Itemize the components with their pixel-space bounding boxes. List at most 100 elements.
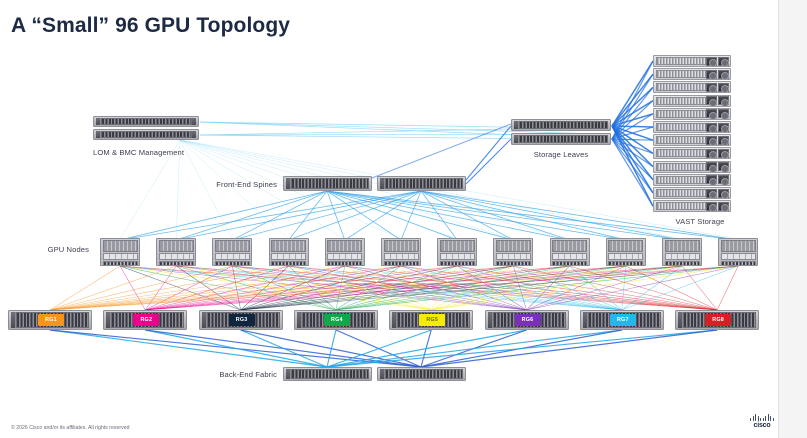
lom-bmc-switch[interactable] [93, 116, 199, 127]
switch-bay [106, 312, 112, 328]
vast-storage-server[interactable] [653, 160, 731, 173]
switch-bay [678, 312, 684, 328]
gpu-node[interactable] [100, 238, 140, 266]
gpu-node-top-bay [214, 240, 250, 252]
switch-bay [11, 312, 16, 328]
gpu-node-mid-bay [495, 253, 531, 260]
switch-ports [519, 121, 608, 129]
server-face [655, 136, 706, 145]
server-psu [718, 56, 729, 66]
server-face [655, 83, 706, 92]
rack-group-badge-rg4[interactable]: RG4 [323, 314, 350, 326]
switch-bay [286, 369, 291, 379]
server-face [655, 57, 706, 65]
front-end-spine-switch[interactable] [377, 176, 466, 191]
rack-group-badge-rg3[interactable]: RG3 [228, 314, 255, 326]
server-psu [718, 122, 729, 132]
gpu-node-top-bay [439, 240, 475, 252]
front-end-spine-switch[interactable] [283, 176, 372, 191]
gpu-node-top-bay [271, 240, 307, 252]
gpu-node-mid-bay [327, 253, 363, 260]
server-psu [718, 148, 729, 159]
gpu-node-top-bay [495, 240, 531, 252]
switch-bay [380, 178, 385, 189]
server-psu [706, 201, 717, 212]
vast-storage-server[interactable] [653, 81, 731, 94]
vast-storage-server[interactable] [653, 68, 731, 81]
server-psu [706, 82, 717, 93]
switch-bay [96, 118, 101, 125]
gpu-node[interactable] [549, 238, 590, 266]
switch-bay [487, 312, 493, 328]
server-psu [718, 96, 729, 106]
back-end-fabric-switch[interactable] [283, 367, 372, 381]
leaf-switch[interactable] [293, 310, 378, 330]
gpu-node[interactable] [212, 238, 253, 266]
server-psu [718, 82, 729, 93]
server-psu [706, 109, 717, 119]
switch-ports [385, 369, 463, 379]
storage-leaf-switch[interactable] [511, 133, 611, 145]
vast-storage-server[interactable] [653, 107, 731, 120]
gpu-node-port-bay [495, 260, 531, 265]
gpu-node-port-bay [102, 260, 138, 265]
vast-storage-server[interactable] [653, 55, 731, 67]
rack-group-badge-rg6[interactable]: RG6 [514, 314, 541, 326]
gpu-node-port-bay [439, 260, 475, 265]
gpu-node-mid-bay [383, 253, 419, 260]
lom-bmc-switch[interactable] [93, 129, 199, 140]
storage-leaf-switch[interactable] [511, 119, 611, 131]
server-psu [706, 175, 717, 185]
rack-group-badge-rg8[interactable]: RG8 [705, 314, 732, 326]
gpu-node-mid-bay [271, 253, 307, 260]
server-psu [718, 135, 729, 146]
server-psu [706, 148, 717, 159]
server-psu [706, 188, 717, 198]
gpu-node-top-bay [664, 240, 700, 252]
vast-storage-server[interactable] [653, 94, 731, 107]
gpu-node-top-bay [608, 240, 644, 252]
gpu-node-top-bay [102, 240, 138, 252]
switch-ports [101, 131, 192, 138]
gpu-node-top-bay [383, 240, 419, 252]
back-end-fabric-switch[interactable] [377, 367, 466, 381]
gpu-node[interactable] [437, 238, 478, 266]
rack-group-badge-rg1[interactable]: RG1 [38, 314, 64, 326]
gpu-node-port-bay [552, 260, 588, 265]
server-face [655, 70, 706, 79]
gpu-node[interactable] [324, 238, 365, 266]
gpu-node-mid-bay [102, 253, 138, 260]
slide-canvas: A “Small” 96 GPU Topology LOM & BMC Mana… [0, 0, 779, 438]
server-psu [706, 56, 717, 66]
switch-bay [514, 135, 519, 143]
switch-bay [192, 118, 196, 125]
switch-bay [582, 312, 588, 328]
gpu-node-port-bay [720, 260, 756, 265]
vast-storage-label: VAST Storage [675, 217, 725, 226]
vast-storage-server[interactable] [653, 147, 731, 160]
vast-storage-server[interactable] [653, 121, 731, 133]
switch-ports [291, 178, 369, 189]
vast-storage-server[interactable] [653, 187, 731, 199]
gpu-node[interactable] [156, 238, 197, 266]
gpu-node[interactable] [662, 238, 702, 266]
gpu-node[interactable] [268, 238, 309, 266]
vast-storage-server[interactable] [653, 173, 731, 186]
vast-storage-server[interactable] [653, 134, 731, 147]
copyright-text: © 2026 Cisco and/or its affiliates. All … [11, 425, 130, 431]
gpu-node-port-bay [608, 260, 644, 265]
server-psu [706, 122, 717, 132]
gpu-node[interactable] [605, 238, 646, 266]
rack-group-badge-rg7[interactable]: RG7 [609, 314, 636, 326]
gpu-node[interactable] [493, 238, 534, 266]
rack-group-badge-rg2[interactable]: RG2 [133, 314, 160, 326]
vast-storage-server[interactable] [653, 200, 731, 213]
rack-group-badge-rg5[interactable]: RG5 [419, 314, 446, 326]
gpu-node-port-bay [664, 260, 700, 265]
gpu-node-port-bay [214, 260, 250, 265]
leaf-switch[interactable] [198, 310, 283, 330]
gpu-node[interactable] [381, 238, 421, 266]
switch-ports [385, 178, 463, 189]
gpu-node[interactable] [718, 238, 759, 266]
server-face [655, 189, 706, 197]
